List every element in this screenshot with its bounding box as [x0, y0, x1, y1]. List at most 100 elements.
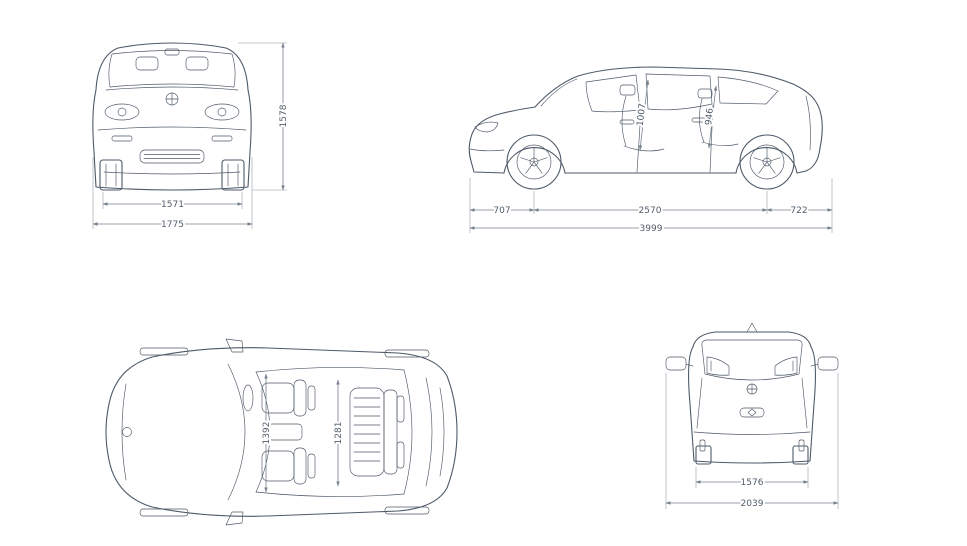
dim-front-interior-width-label: 1392 [262, 422, 272, 445]
hatch-emblem [747, 408, 757, 417]
front-wheel-rim [516, 144, 552, 180]
hatch-arcs [425, 377, 445, 487]
roof-side-lines [255, 367, 405, 497]
dim-rear-track-label: 1576 [741, 478, 764, 488]
rear-wheel-left [695, 445, 712, 465]
steering-wheel [242, 384, 254, 412]
side-mirror-left [665, 356, 687, 371]
headlight-left [104, 103, 140, 121]
center-console [267, 423, 303, 441]
headlight-right-bulb [217, 107, 227, 117]
headlight-side [474, 121, 499, 133]
rearview-mirror [164, 48, 180, 56]
rear-view-drawing [665, 322, 839, 465]
mirror-arm-left [685, 363, 694, 367]
wheel-hint-front-right [139, 508, 189, 517]
wheel-hint-rear-left [384, 349, 430, 358]
top-view: 1392 1281 [105, 338, 458, 526]
rear-door-glass [645, 73, 713, 111]
door-handle-rear [691, 117, 707, 123]
windshield-line [540, 78, 578, 107]
wheel-hint-rear-right [384, 506, 430, 515]
taillight-left [706, 356, 730, 376]
rear-wheel-tire [739, 134, 795, 190]
seat-headrest-rear [697, 88, 713, 99]
dim-overall-height-label: 1578 [279, 104, 289, 127]
indicator-right [211, 135, 233, 142]
rear-bench-slats [353, 397, 381, 462]
brand-roundel-icon [122, 427, 132, 437]
dim-overall-length-label: 3999 [640, 224, 663, 234]
front-view-drawing [92, 42, 252, 191]
side-view-dimensions: 1007 946 707 2570 722 3999 [469, 79, 833, 236]
front-seat-right-headrest [307, 453, 316, 479]
top-view-drawing [105, 338, 458, 526]
headlight-right [204, 103, 240, 121]
side-view-drawing [468, 66, 823, 190]
wheel-hint-front-left [139, 347, 189, 356]
front-bumper-line [469, 148, 505, 152]
front-seat-right-cushion [261, 450, 295, 482]
front-wheel-right [221, 159, 245, 191]
tire-tread [105, 163, 239, 187]
rear-hatch-line [805, 95, 811, 151]
brand-roundel-cross [165, 92, 179, 106]
door-handle-front [619, 119, 635, 125]
rear-bench-backrest [383, 389, 398, 475]
seat-front [621, 95, 665, 152]
rear-window [701, 339, 803, 381]
rear-view: 1576 2039 [665, 322, 839, 511]
hatch-handle [739, 407, 765, 418]
dim-overall-width-label: 1775 [161, 220, 184, 230]
rear-wheel-right [792, 445, 809, 465]
mirror-arm-right [810, 363, 819, 367]
dim-front-headroom-label: 1007 [636, 103, 648, 127]
dim-wheelbase-label: 2570 [639, 206, 662, 216]
front-seat-left-backrest [293, 379, 307, 417]
side-view: 1007 946 707 2570 722 3999 [468, 66, 833, 236]
front-wheel-tire [506, 134, 562, 190]
roof-front-arc [255, 371, 271, 493]
brand-roundel-cross [746, 383, 758, 395]
windshield [108, 50, 236, 88]
cowl-line [105, 86, 239, 91]
extension-line [102, 192, 243, 209]
rear-view-dimensions: 1576 2039 [665, 373, 839, 511]
dim-width-incl-mirrors-label: 2039 [741, 499, 764, 509]
bumper-line [97, 126, 247, 131]
hatch-cut-lines [696, 377, 808, 429]
side-mirror-right [225, 511, 244, 526]
seat-headrest-front [619, 84, 636, 96]
front-seat-left-headrest [307, 385, 316, 411]
front-wheel-left [99, 159, 123, 191]
headrest-left [135, 56, 159, 71]
front-view: 1571 1775 1578 [92, 42, 291, 232]
rear-headrest-right [396, 441, 405, 469]
body-outline [105, 347, 458, 517]
seat-rear [699, 98, 739, 146]
front-door-glass [585, 74, 641, 113]
dim-rear-headroom-label: 946 [704, 107, 716, 125]
extension-line [469, 178, 833, 233]
lower-lip [103, 171, 241, 175]
side-mirror-left [225, 338, 244, 353]
dim-rear-interior-width-label: 1281 [334, 422, 344, 445]
front-seat-right-backrest [293, 447, 307, 485]
dim-front-overhang-label: 707 [493, 206, 510, 216]
side-mirror-right [817, 356, 839, 371]
lower-grille [139, 149, 205, 164]
bumper-top-line [693, 431, 811, 435]
extension-line [92, 157, 253, 229]
quarter-glass [717, 76, 779, 105]
front-seat-left-cushion [261, 382, 295, 414]
dim-rear-overhang-label: 722 [790, 206, 807, 216]
taillight-right [774, 356, 798, 376]
top-view-dimensions: 1392 1281 [260, 373, 346, 493]
rear-bench-cushion [349, 387, 385, 477]
dim-front-track-label: 1571 [161, 200, 184, 210]
front-wheel-spokes [520, 147, 548, 174]
front-fascia-arc [121, 383, 127, 481]
body-outline [92, 42, 252, 191]
